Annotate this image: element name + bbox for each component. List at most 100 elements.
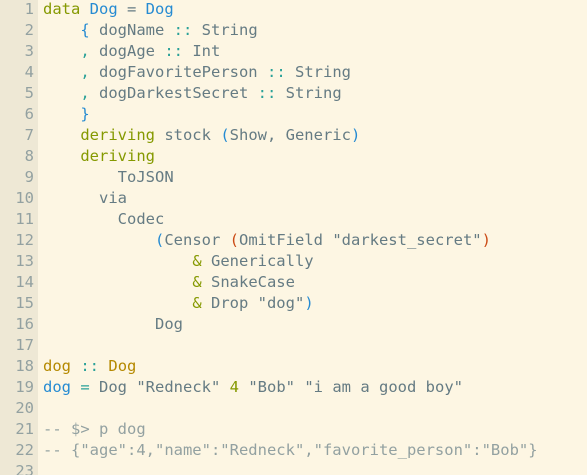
code-text: dog = Dog "Redneck" 4 "Bob" "i am a good… [43, 377, 463, 398]
code-text: -- $> p dog [43, 419, 146, 440]
code-token [43, 126, 80, 144]
code-line[interactable]: 23 [0, 461, 587, 475]
line-number: 20 [15, 399, 34, 417]
code-line[interactable]: 10 via [0, 188, 587, 209]
code-token: , [80, 63, 90, 81]
line-number: 15 [15, 294, 34, 312]
code-token: & [192, 252, 202, 270]
code-line[interactable]: 17 [0, 335, 587, 356]
code-text: & SnakeCase [43, 272, 295, 293]
code-token [43, 84, 80, 102]
code-token [43, 105, 80, 123]
code-token [71, 378, 80, 396]
code-token [43, 147, 80, 165]
code-text: -- {"age":4,"name":"Redneck","favorite_p… [43, 440, 538, 461]
code-token: ( [220, 126, 230, 144]
code-line[interactable]: 18 dog :: Dog [0, 356, 587, 377]
line-number: 1 [24, 0, 34, 18]
code-text: (Censor (OmitField "darkest_secret") [43, 230, 491, 251]
code-text: deriving stock (Show, Generic) [43, 125, 360, 146]
code-token: String [276, 84, 342, 102]
code-token: Dog [89, 0, 118, 18]
code-token: Censor [164, 231, 230, 249]
line-number: 2 [24, 21, 34, 39]
code-text: & Generically [43, 251, 313, 272]
code-line[interactable]: 9 ToJSON [0, 167, 587, 188]
code-token [71, 357, 80, 375]
code-token: data [43, 0, 81, 18]
code-line[interactable]: 8 deriving [0, 146, 587, 167]
code-token: ) [350, 126, 361, 144]
code-line[interactable]: 7 deriving stock (Show, Generic) [0, 125, 587, 146]
code-token [43, 21, 80, 39]
code-token: via [43, 189, 127, 207]
code-token: dogDarkestSecret [89, 84, 258, 102]
line-number: 16 [15, 315, 34, 333]
code-token [43, 63, 80, 81]
code-text: } [43, 104, 89, 125]
code-token: = [117, 0, 146, 18]
code-line[interactable]: 2 { dogName :: String [0, 20, 587, 41]
code-token: :: [257, 84, 277, 102]
code-token: Codec [43, 210, 165, 228]
code-token: dogFavoritePerson [89, 63, 267, 81]
code-token: Dog [43, 315, 183, 333]
code-token [43, 42, 80, 60]
code-line[interactable]: 22-- {"age":4,"name":"Redneck","favorite… [0, 440, 587, 461]
code-text: via [43, 188, 127, 209]
code-token: SnakeCase [201, 273, 295, 291]
code-token: stock [154, 126, 221, 144]
code-token [43, 294, 192, 312]
code-text: , dogAge :: Int [43, 41, 220, 62]
code-line[interactable]: 14 & SnakeCase [0, 272, 587, 293]
code-line[interactable]: 11 Codec [0, 209, 587, 230]
code-line[interactable]: 6 } [0, 104, 587, 125]
line-number: 13 [15, 252, 34, 270]
code-line[interactable]: 5 , dogDarkestSecret :: String [0, 83, 587, 104]
code-token: dogName [89, 21, 174, 39]
code-token: OmitField "darkest_secret" [239, 231, 482, 249]
line-number-gutter [0, 0, 38, 475]
code-token: Dog "Redneck" [89, 378, 230, 396]
code-token: dog [43, 378, 71, 396]
line-number: 6 [24, 105, 34, 123]
code-token [43, 231, 155, 249]
code-token: deriving [80, 126, 155, 144]
code-line[interactable]: 12 (Censor (OmitField "darkest_secret") [0, 230, 587, 251]
code-token [99, 357, 108, 375]
code-token: dog [43, 357, 71, 375]
code-text: ToJSON [43, 167, 174, 188]
code-line[interactable]: 3 , dogAge :: Int [0, 41, 587, 62]
code-text: , dogFavoritePerson :: String [43, 62, 351, 83]
code-token: , [80, 84, 90, 102]
code-token: ( [154, 231, 165, 249]
code-token: ToJSON [43, 168, 174, 186]
code-line[interactable]: 16 Dog [0, 314, 587, 335]
line-number: 5 [24, 84, 34, 102]
code-token: & [192, 294, 202, 312]
code-line[interactable]: 21 -- $> p dog [0, 419, 587, 440]
code-line[interactable]: 13 & Generically [0, 251, 587, 272]
line-number: 12 [15, 231, 34, 249]
code-line[interactable]: 15 & Drop "dog") [0, 293, 587, 314]
line-number: 14 [15, 273, 34, 291]
line-number: 18 [15, 357, 34, 375]
line-number: 3 [24, 42, 34, 60]
code-text: Codec [43, 209, 165, 230]
code-token: dogAge [89, 42, 165, 60]
code-token: deriving [80, 147, 155, 165]
code-line[interactable]: 20 [0, 398, 587, 419]
code-token [43, 252, 192, 270]
code-text: & Drop "dog") [43, 293, 313, 314]
code-token: :: [164, 42, 183, 60]
code-line[interactable]: 4 , dogFavoritePerson :: String [0, 62, 587, 83]
code-token: Show, Generic [229, 126, 351, 144]
line-number: 21 [15, 420, 34, 438]
code-token: :: [80, 357, 100, 375]
code-token: Dog [108, 357, 137, 375]
code-token: 4 [229, 378, 240, 396]
code-token: & [192, 273, 202, 291]
